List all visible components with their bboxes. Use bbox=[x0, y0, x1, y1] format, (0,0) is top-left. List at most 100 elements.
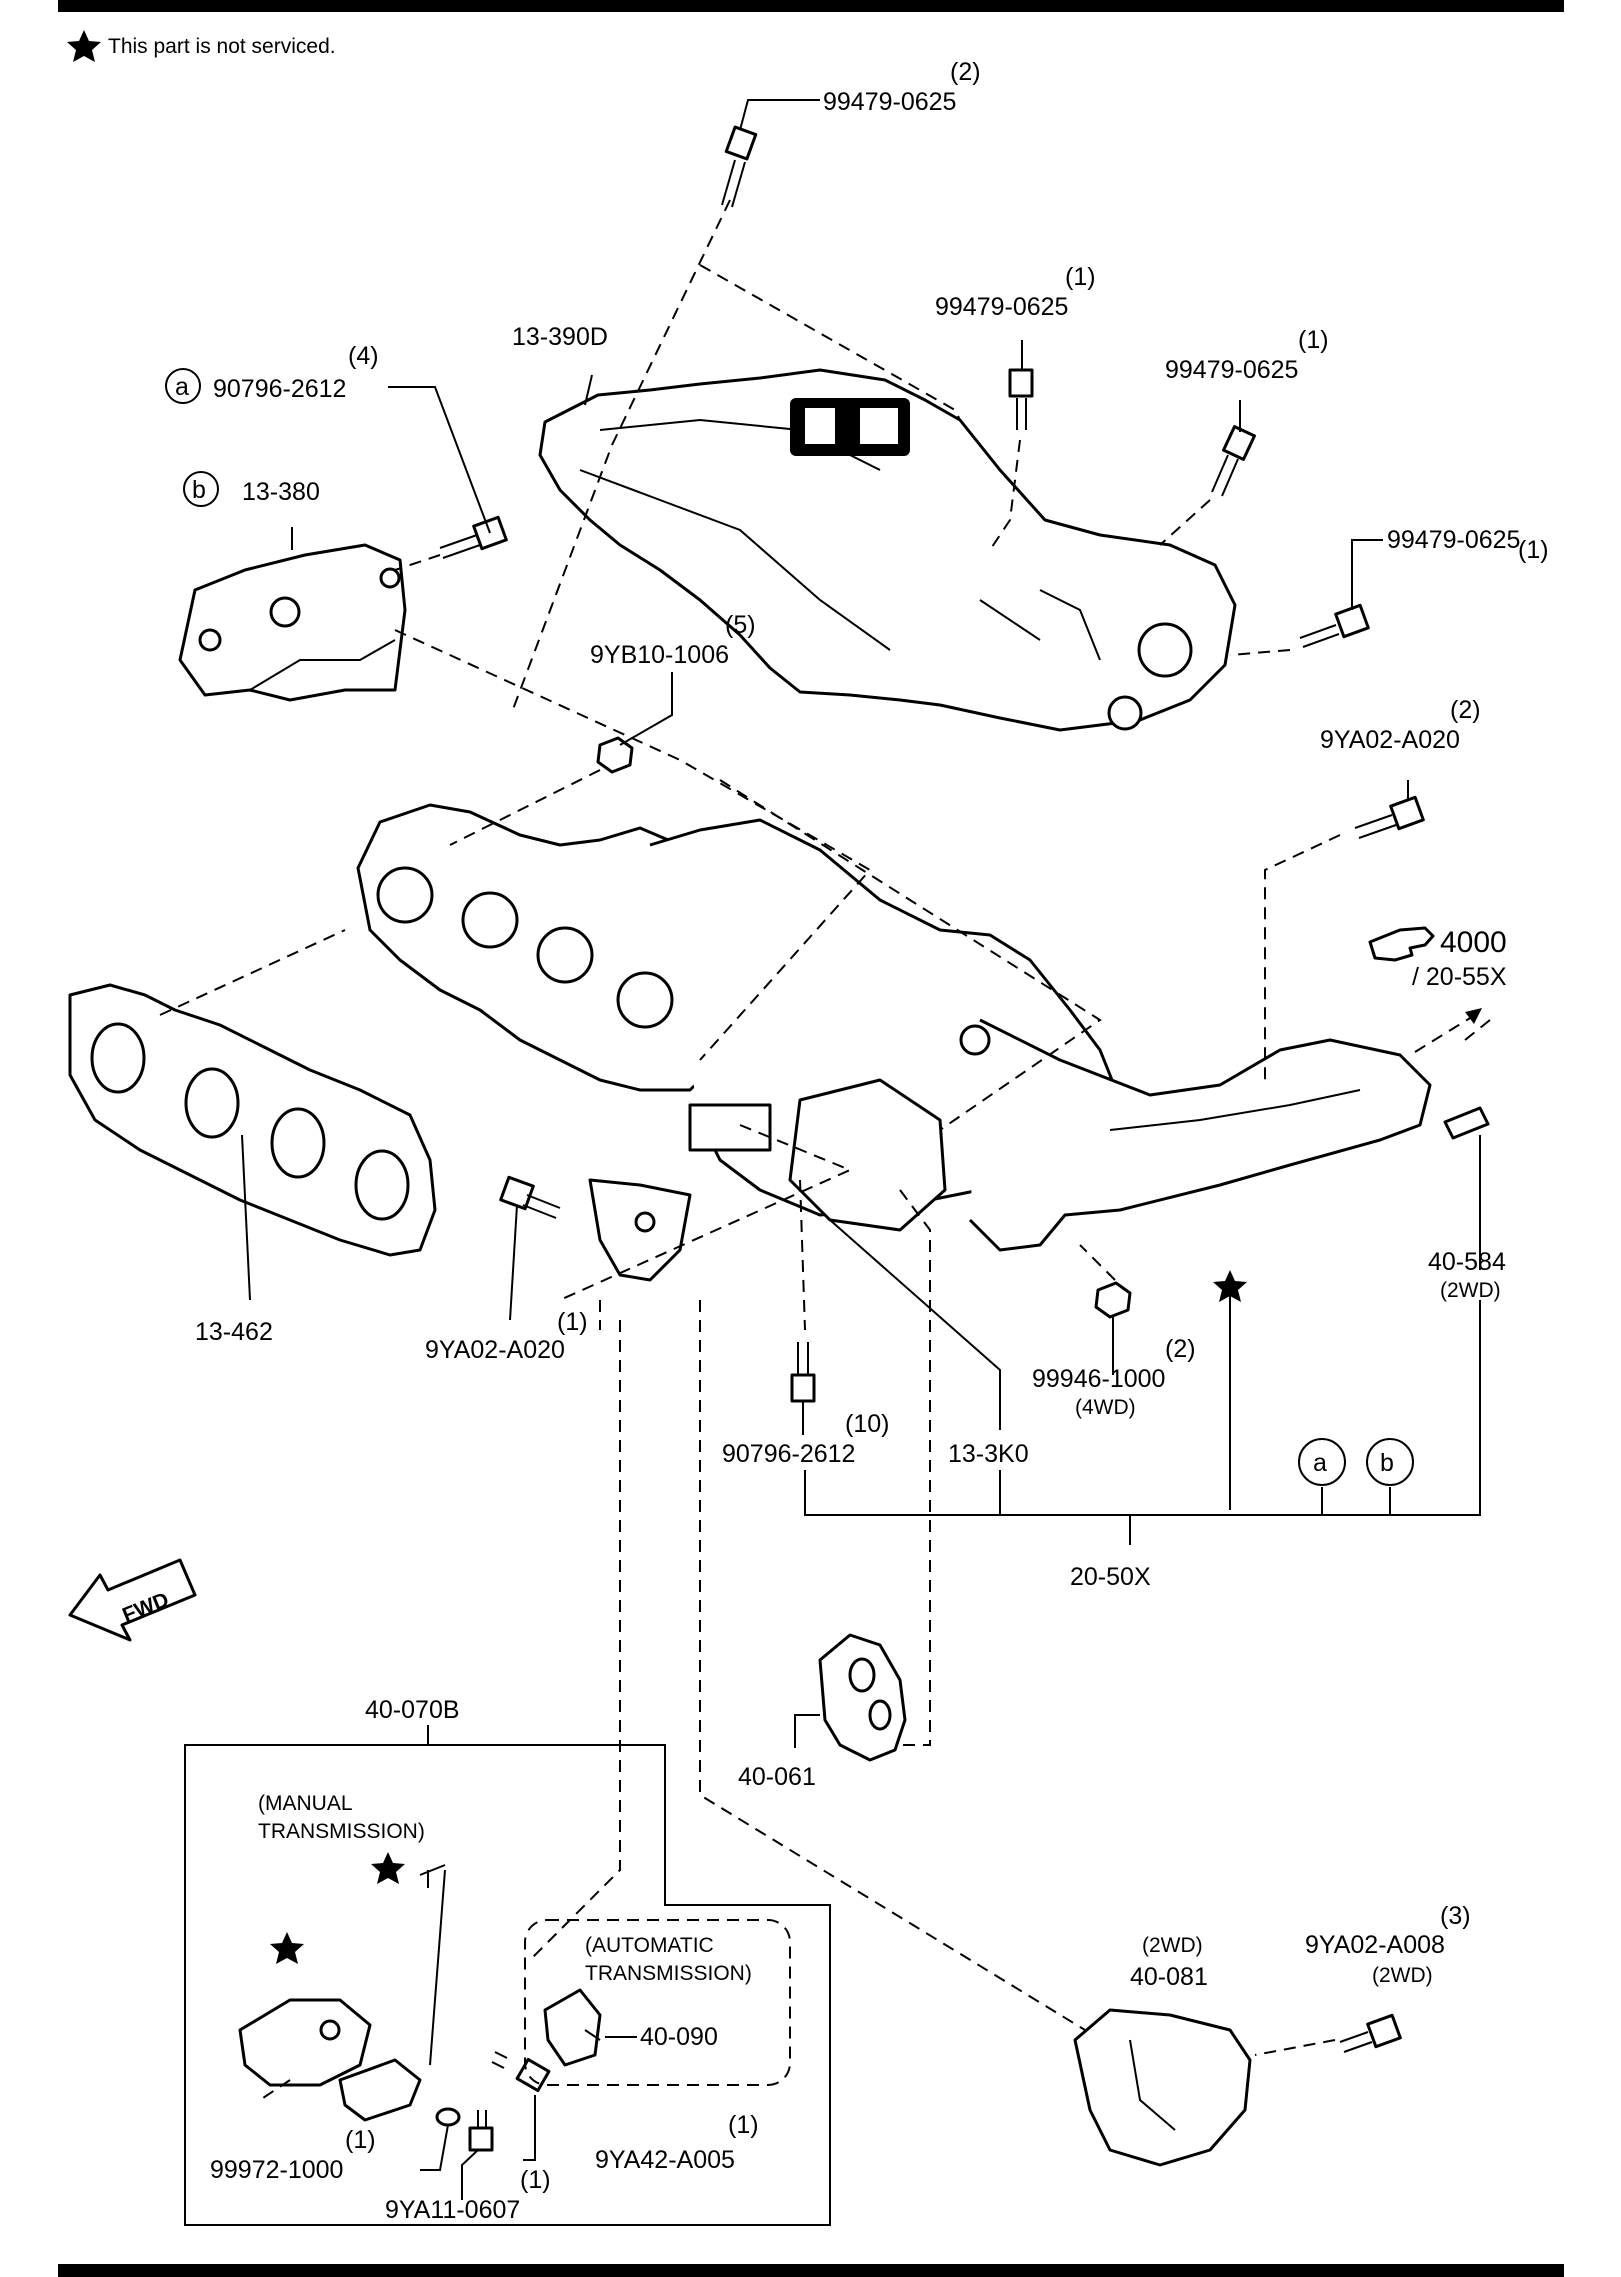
svg-text:(1): (1) bbox=[1518, 536, 1549, 564]
svg-text:a: a bbox=[1313, 1449, 1327, 1477]
svg-text:9YA02-A008: 9YA02-A008 bbox=[1305, 1931, 1445, 1959]
gasket-13-462-drawing bbox=[68, 983, 437, 1257]
svg-text:(1): (1) bbox=[345, 2126, 376, 2154]
bolt-icon bbox=[468, 2110, 494, 2152]
svg-text:13-462: 13-462 bbox=[195, 1318, 273, 1346]
assembly-box-40-070b bbox=[184, 1744, 831, 2226]
washer-icon bbox=[435, 2107, 461, 2127]
label-99479-0625-mid2: (1) 99479-0625 bbox=[1165, 326, 1329, 384]
svg-text:(10): (10) bbox=[845, 1410, 889, 1438]
bolt-icon bbox=[790, 1342, 816, 1403]
svg-text:9YB10-1006: 9YB10-1006 bbox=[590, 641, 729, 669]
bolt-icon bbox=[1339, 2013, 1402, 2053]
svg-text:99479-0625: 99479-0625 bbox=[1165, 356, 1298, 384]
svg-text:/ 20-55X: / 20-55X bbox=[1412, 963, 1507, 991]
bracket-40-070b-drawing bbox=[238, 1998, 422, 2122]
svg-text:a: a bbox=[175, 373, 189, 401]
svg-text:(2WD): (2WD) bbox=[1440, 1279, 1501, 1302]
label-20-50x: 20-50X bbox=[1070, 1563, 1151, 1591]
label-9ya02-a020-right: (2) 9YA02-A020 bbox=[1320, 696, 1481, 754]
label-4000-reference: 4000 / 20-55X bbox=[1412, 926, 1507, 991]
svg-text:b: b bbox=[192, 476, 206, 504]
label-13-390d: 13-390D bbox=[512, 323, 608, 351]
label-90796-2612-10: (10) 90796-2612 bbox=[722, 1410, 889, 1468]
fwd-arrow-icon: FWD bbox=[68, 1558, 197, 1642]
label-40-081: (2WD) 40-081 bbox=[1130, 1934, 1208, 1991]
bolt-icon bbox=[499, 1175, 561, 1219]
pointing-hand-icon bbox=[1368, 926, 1435, 962]
star-icon bbox=[67, 30, 101, 62]
svg-text:40-090: 40-090 bbox=[640, 2023, 718, 2051]
bracket-40-090-drawing bbox=[543, 1988, 602, 2067]
svg-text:(2WD): (2WD) bbox=[1142, 1934, 1203, 1957]
svg-text:TRANSMISSION): TRANSMISSION) bbox=[258, 1820, 425, 1843]
label-99972-1000: (1) 99972-1000 bbox=[210, 2126, 376, 2184]
svg-text:(2): (2) bbox=[950, 58, 981, 86]
assembly-dashed-lines bbox=[159, 199, 1491, 2101]
callout-b-circle: b bbox=[183, 471, 219, 507]
svg-text:90796-2612: 90796-2612 bbox=[213, 375, 346, 403]
label-99479-0625-mid1: (1) 99479-0625 bbox=[935, 263, 1096, 321]
svg-text:99479-0625: 99479-0625 bbox=[1387, 526, 1520, 554]
svg-text:(2WD): (2WD) bbox=[1372, 1964, 1433, 1987]
label-9yb10-1006: (5) 9YB10-1006 bbox=[590, 611, 756, 669]
bolt-icon bbox=[1299, 603, 1370, 648]
svg-text:b: b bbox=[1380, 1449, 1394, 1477]
svg-text:(2): (2) bbox=[1165, 1335, 1196, 1363]
svg-text:9YA11-0607: 9YA11-0607 bbox=[385, 2196, 520, 2224]
svg-text:(AUTOMATIC: (AUTOMATIC bbox=[585, 1934, 714, 1957]
label-9ya02-a008: (3) 9YA02-A008 (2WD) bbox=[1305, 1902, 1471, 1987]
arrowhead-icon bbox=[1465, 1008, 1482, 1024]
svg-text:(3): (3) bbox=[1440, 1902, 1471, 1930]
star-icon bbox=[270, 1932, 304, 1964]
nut-icon bbox=[1094, 1281, 1132, 1319]
svg-text:9YA42-A005: 9YA42-A005 bbox=[595, 2146, 735, 2174]
stud-icon bbox=[1443, 1106, 1490, 1140]
svg-text:40-081: 40-081 bbox=[1130, 1963, 1208, 1991]
svg-text:(1): (1) bbox=[728, 2111, 759, 2139]
label-13-3k0: 13-3K0 bbox=[948, 1440, 1029, 1468]
svg-text:99479-0625: 99479-0625 bbox=[935, 293, 1068, 321]
star-icon bbox=[1213, 1270, 1247, 1302]
heat-insulator-drawing bbox=[538, 368, 1237, 732]
rubber-hanger-drawing bbox=[818, 1633, 907, 1762]
svg-text:40-070B: 40-070B bbox=[365, 1696, 460, 1724]
label-9ya42-a005: (1) 9YA42-A005 bbox=[595, 2111, 759, 2174]
svg-text:99479-0625: 99479-0625 bbox=[823, 88, 956, 116]
callout-b-circle-20-50x: b bbox=[1366, 1438, 1414, 1486]
svg-text:(MANUAL: (MANUAL bbox=[258, 1792, 353, 1815]
svg-text:TRANSMISSION): TRANSMISSION) bbox=[585, 1962, 752, 1985]
svg-text:20-50X: 20-50X bbox=[1070, 1563, 1151, 1591]
exhaust-manifold-drawing bbox=[356, 803, 1432, 1282]
svg-text:(1): (1) bbox=[1065, 263, 1096, 291]
callout-a-circle: a bbox=[165, 368, 201, 404]
nut-icon bbox=[596, 736, 634, 774]
star-icon bbox=[371, 1852, 405, 1884]
bracket-13-380-drawing bbox=[178, 543, 407, 702]
label-9ya11-0607: (1) 9YA11-0607 bbox=[385, 2166, 551, 2224]
not-serviced-legend: This part is not serviced. bbox=[67, 30, 336, 62]
label-90796-2612-a: (4) 90796-2612 bbox=[213, 342, 379, 403]
label-40-584: 40-584 (2WD) bbox=[1428, 1248, 1506, 1302]
svg-text:13-390D: 13-390D bbox=[512, 323, 608, 351]
bottom-border-bar bbox=[58, 2264, 1564, 2277]
svg-text:40-061: 40-061 bbox=[738, 1763, 816, 1791]
label-13-462: 13-462 bbox=[195, 1318, 273, 1346]
legend-text: This part is not serviced. bbox=[108, 35, 336, 58]
leader-lines bbox=[241, 99, 1481, 2200]
bolt-icon bbox=[491, 2051, 551, 2093]
svg-text:99972-1000: 99972-1000 bbox=[210, 2156, 343, 2184]
bolt-icon bbox=[1008, 368, 1034, 430]
bolt-icon bbox=[1354, 795, 1425, 839]
svg-text:(1): (1) bbox=[1298, 326, 1329, 354]
callout-a-circle-20-50x: a bbox=[1298, 1438, 1346, 1486]
svg-text:9YA02-A020: 9YA02-A020 bbox=[1320, 726, 1460, 754]
svg-text:(2): (2) bbox=[1450, 696, 1481, 724]
svg-text:99946-1000: 99946-1000 bbox=[1032, 1365, 1165, 1393]
label-99946-1000: (2) 99946-1000 (4WD) bbox=[1032, 1335, 1196, 1419]
svg-text:(1): (1) bbox=[557, 1308, 588, 1336]
svg-text:13-3K0: 13-3K0 bbox=[948, 1440, 1029, 1468]
bolt-icon bbox=[1211, 425, 1256, 497]
top-border-bar bbox=[58, 0, 1564, 12]
svg-text:(1): (1) bbox=[520, 2166, 551, 2194]
